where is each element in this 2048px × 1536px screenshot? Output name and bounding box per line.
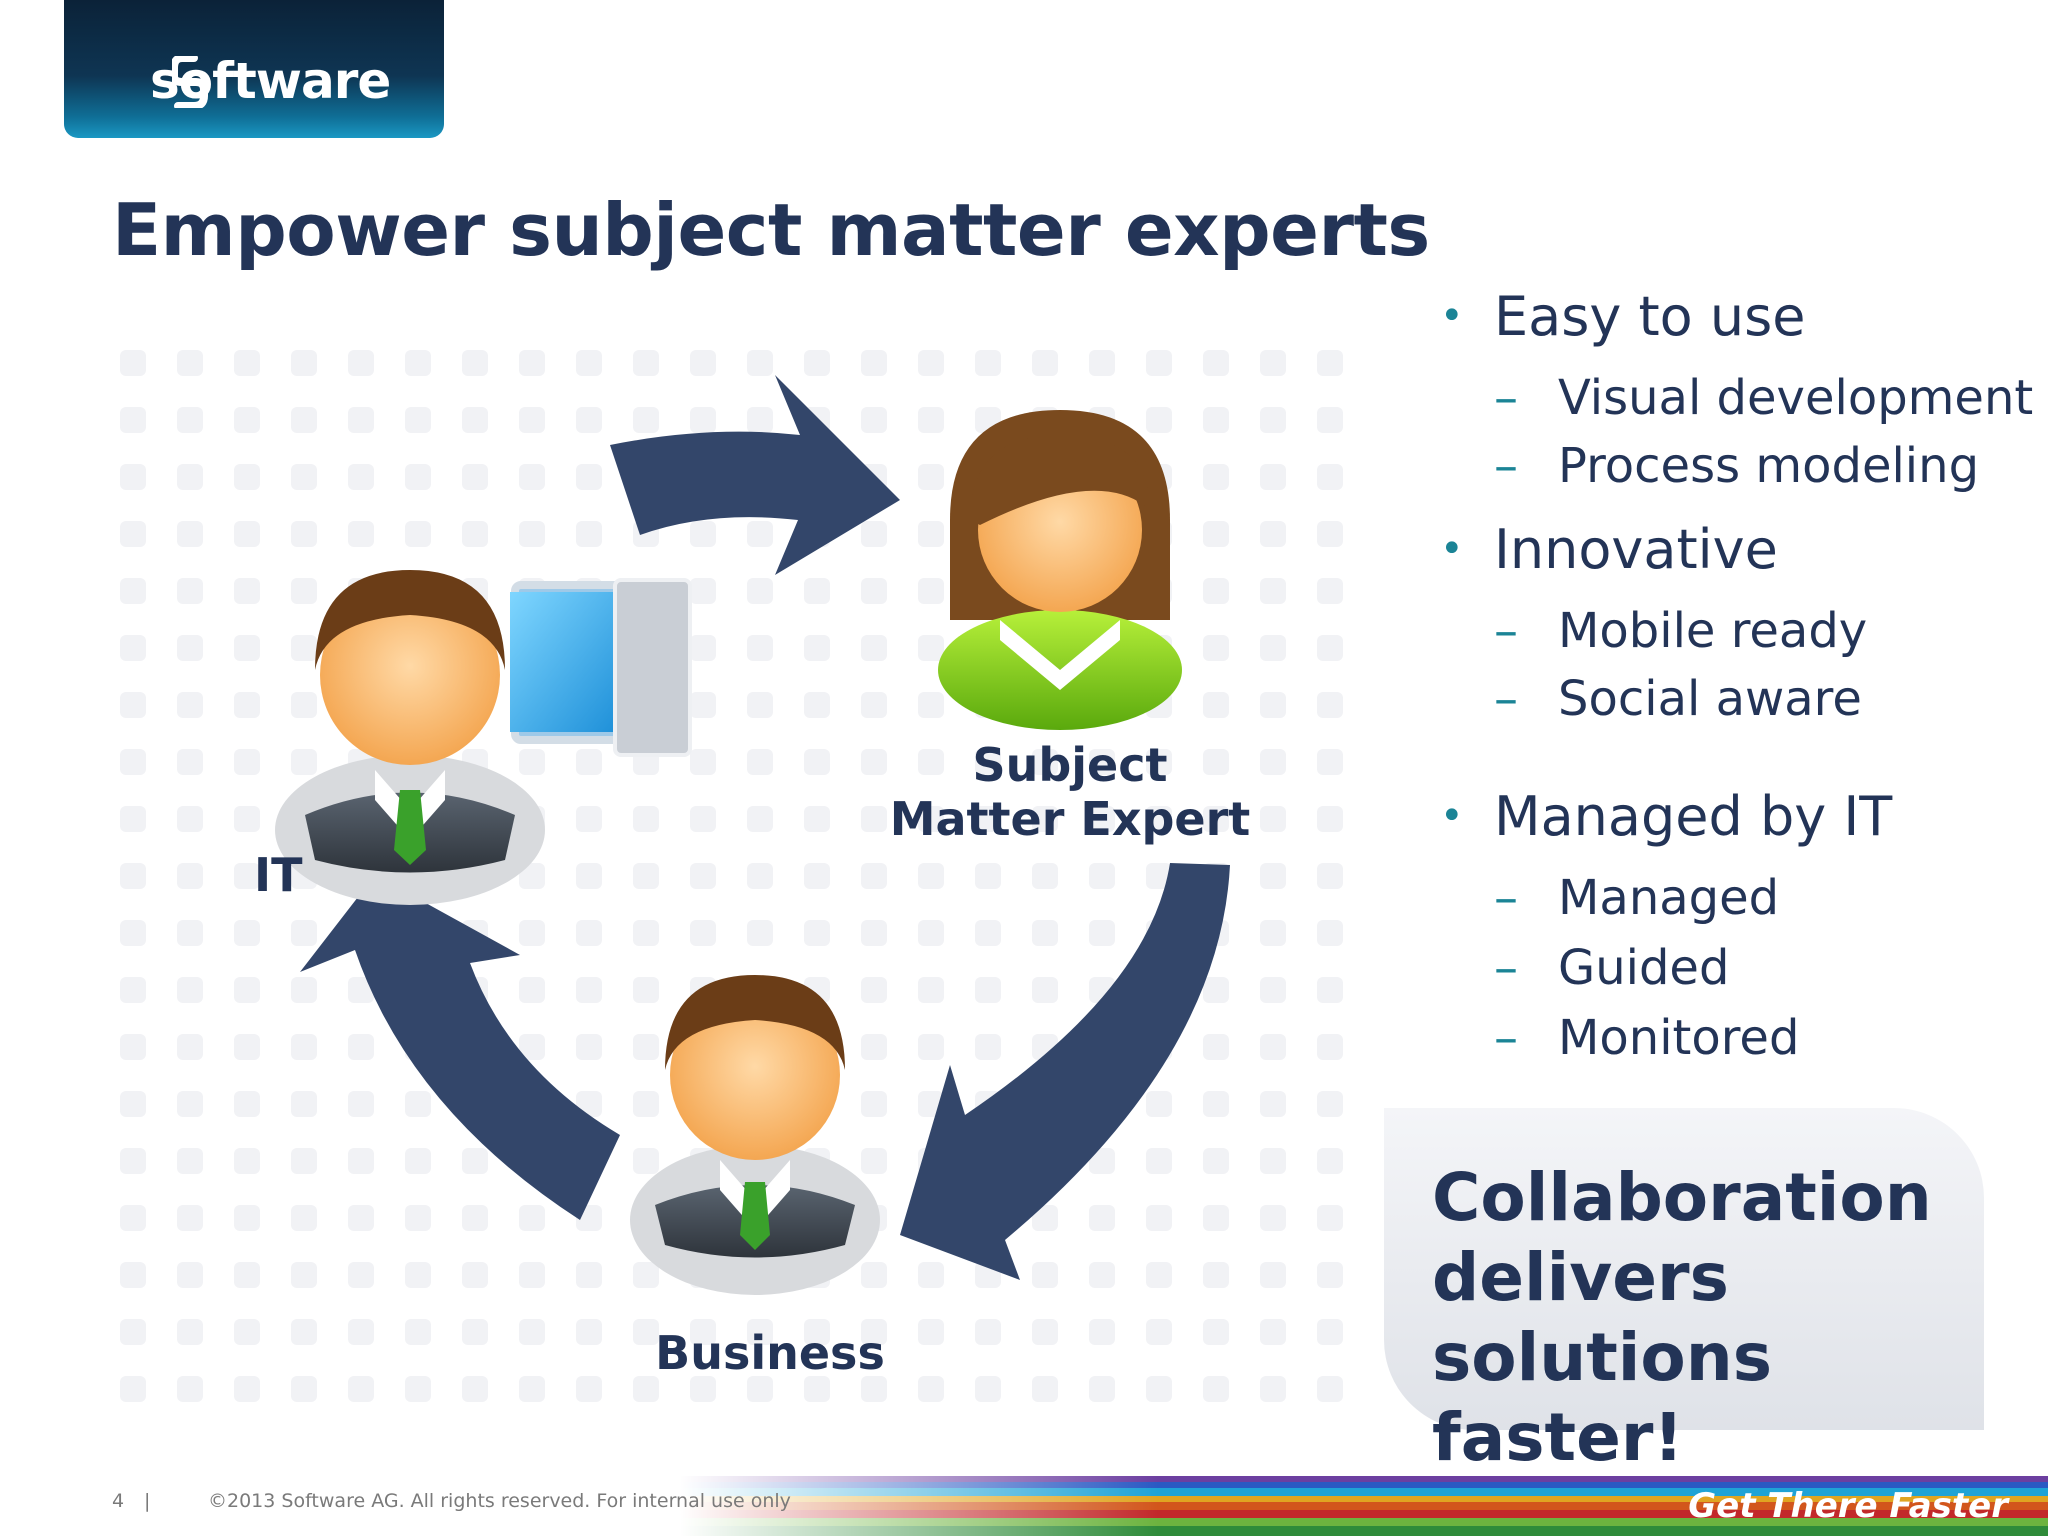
dash-icon: – [1494, 870, 1518, 926]
callout-box: Collaboration delivers solutions faster! [1384, 1108, 1984, 1476]
dash-icon: – [1494, 1010, 1518, 1066]
page-number: 4 [112, 1490, 125, 1512]
footer-separator: | [144, 1490, 151, 1512]
it-label: IT [254, 848, 303, 902]
dash-icon: – [1494, 370, 1518, 426]
logo-suffix: AG [454, 72, 478, 90]
software-ag-logo: software AG [64, 0, 478, 138]
bullet-dot-icon: • [1440, 793, 1464, 839]
bullet-dot-icon: • [1440, 526, 1464, 572]
rainbow-stripe-band [680, 1472, 2048, 1536]
arrow-business-to-it [300, 875, 620, 1220]
callout-text: Collaboration delivers solutions faster! [1432, 1159, 1932, 1476]
logo-mark-icon [172, 56, 208, 108]
copyright-notice: ©2013 Software AG. All rights reserved. … [208, 1490, 791, 1512]
dash-icon: – [1494, 940, 1518, 996]
dash-icon: – [1494, 438, 1518, 494]
sme-label: Subject Matter Expert [880, 738, 1260, 846]
dash-icon: – [1494, 671, 1518, 727]
bullet-dot-icon: • [1440, 293, 1464, 339]
tagline: Get There Faster [1688, 1486, 2008, 1526]
collaboration-cycle-diagram [110, 340, 1350, 1420]
logo-wordmark: software [150, 52, 391, 110]
business-label: Business [655, 1326, 885, 1380]
subject-matter-expert-icon [938, 410, 1182, 730]
business-person-icon [630, 975, 880, 1295]
sme-label-line2: Matter Expert [889, 792, 1251, 846]
dash-icon: – [1494, 603, 1518, 659]
arrow-it-to-sme [610, 375, 900, 575]
arrow-sme-to-business [900, 863, 1230, 1280]
it-person-icon [275, 570, 692, 905]
sme-label-line1: Subject [972, 738, 1168, 792]
footer: 4 | ©2013 Software AG. All rights reserv… [112, 1490, 791, 1512]
slide-title: Empower subject matter experts [112, 188, 1430, 272]
